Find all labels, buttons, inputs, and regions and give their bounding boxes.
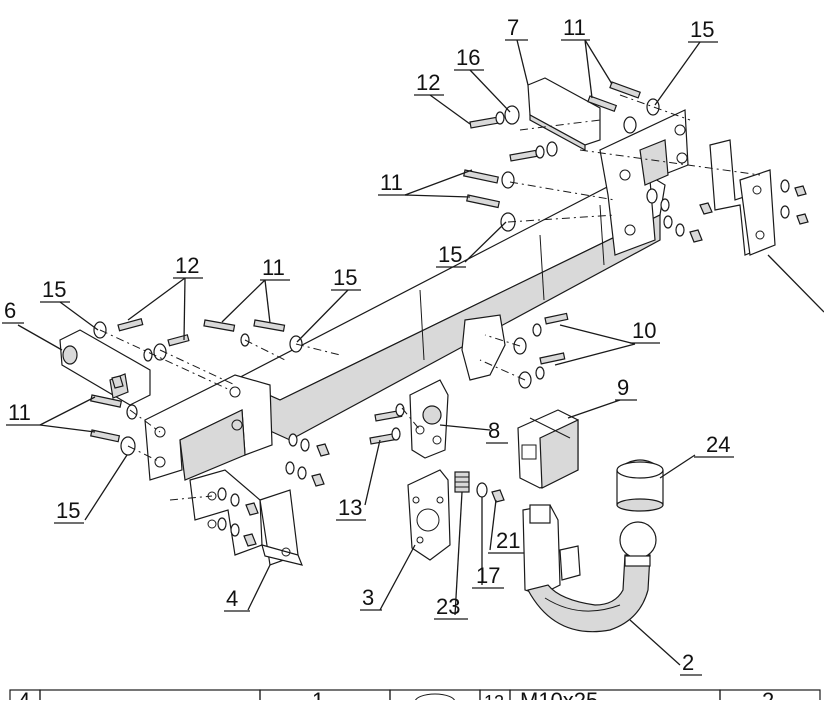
table-cell-spec: M10x25 (520, 688, 598, 700)
callout-3: 3 (362, 585, 374, 610)
callout-8: 8 (488, 418, 500, 443)
callout-15-left-mid: 15 (333, 265, 357, 290)
left-side-plate (189, 469, 303, 566)
callout-labels: 7 11 15 16 12 11 15 15 12 11 15 6 10 11 … (2, 15, 734, 676)
callout-15-top: 15 (690, 17, 714, 42)
callout-15-left: 15 (42, 277, 66, 302)
table-cell-qty-a: 4 (18, 688, 30, 700)
callout-24: 24 (706, 432, 730, 457)
left-mounting-bracket (59, 329, 273, 481)
table-cell-pos: 12 (484, 692, 504, 700)
callout-4: 4 (226, 586, 238, 611)
callout-6: 6 (4, 298, 16, 323)
callout-2: 2 (682, 650, 694, 675)
callout-23: 23 (436, 594, 460, 619)
callout-11-top: 11 (563, 15, 586, 40)
callout-12-left: 12 (175, 253, 199, 278)
callout-11-side: 11 (8, 400, 31, 425)
callout-15-bottom: 15 (56, 498, 80, 523)
socket-plate (407, 469, 451, 561)
right-mounting-bracket (527, 77, 689, 256)
tow-ball-neck (522, 504, 657, 633)
callout-16: 16 (456, 45, 480, 70)
ball-mount-plate (409, 314, 506, 459)
ball-cover (616, 459, 664, 512)
leader-lines (17, 39, 824, 666)
parts-table: 4 1 12 M10x25 2 (9, 688, 821, 705)
electrical-module (517, 409, 579, 489)
fasteners (90, 81, 809, 547)
callout-9: 9 (617, 375, 629, 400)
callout-10: 10 (632, 318, 656, 343)
callout-11-mid: 11 (380, 170, 403, 195)
callout-21: 21 (496, 528, 520, 553)
callout-17: 17 (476, 563, 500, 588)
assembly-lines (99, 94, 761, 501)
table-cell-qty-c: 2 (762, 688, 774, 700)
callout-15-mid: 15 (438, 242, 462, 267)
callout-12-top: 12 (416, 70, 440, 95)
callout-7: 7 (507, 15, 519, 40)
table-cell-qty-b: 1 (312, 688, 324, 700)
callout-11-left: 11 (262, 255, 285, 280)
right-side-plate (709, 139, 776, 256)
callout-13: 13 (338, 495, 362, 520)
